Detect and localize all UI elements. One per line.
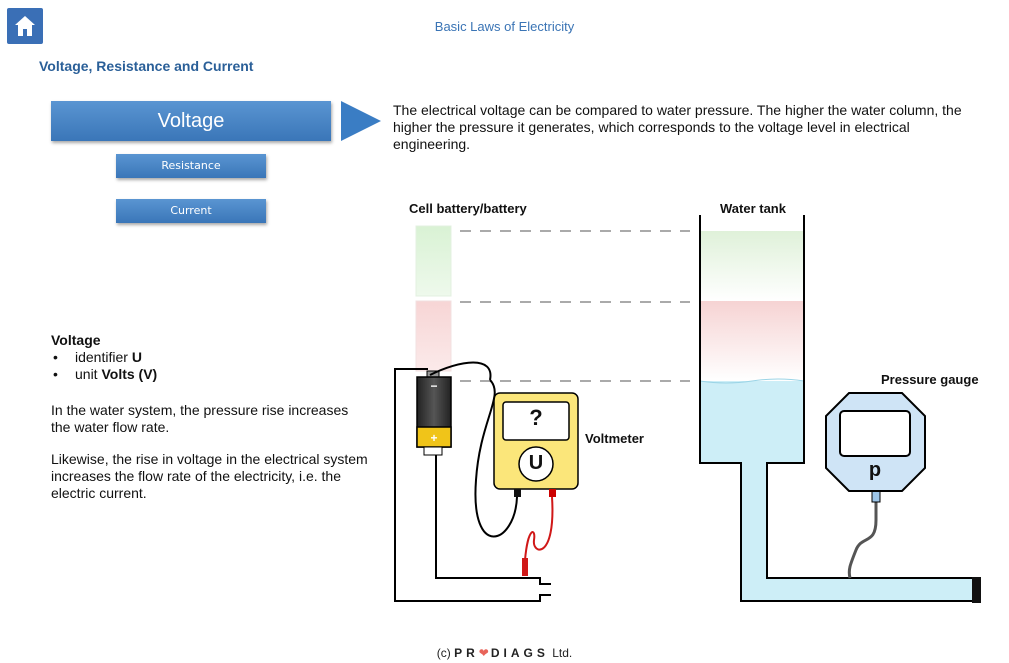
tank-water-top	[700, 231, 804, 301]
unit-value: Volts (V)	[101, 366, 158, 382]
app-title: Basic Laws of Electricity	[434, 19, 575, 34]
definition-title: Voltage	[51, 332, 101, 348]
pipe-water	[742, 463, 766, 600]
voltmeter-dial	[518, 446, 554, 482]
voltage-button[interactable]: Voltage	[51, 101, 331, 141]
arrow-right-icon	[341, 101, 381, 141]
battery-minus: −	[430, 379, 438, 393]
resistance-button[interactable]: Resistance	[116, 154, 266, 178]
heart-icon: ❤	[478, 646, 491, 660]
electric-paragraph: Likewise, the rise in voltage in the ele…	[51, 451, 368, 501]
list-item: identifier U	[51, 349, 157, 366]
identifier-value: U	[131, 349, 142, 365]
intro-text: The electrical voltage can be compared t…	[393, 102, 962, 152]
gauge-symbol: p	[868, 459, 882, 481]
faded-cell-green	[415, 225, 452, 297]
current-button[interactable]: Current	[116, 199, 266, 223]
footer: (c) PR❤DIAGS Ltd.	[436, 646, 573, 660]
pressure-gauge-display	[839, 410, 911, 457]
home-button[interactable]	[7, 8, 43, 44]
brand-logo: PR❤DIAGS	[454, 646, 549, 660]
water-tank-label: Water tank	[720, 201, 786, 216]
tank-water-mid	[700, 301, 804, 381]
meter-display-value: ?	[529, 405, 543, 430]
battery-plus: +	[430, 431, 438, 445]
home-icon	[15, 16, 35, 36]
water-paragraph: In the water system, the pressure rise i…	[51, 402, 349, 435]
section-title: Voltage, Resistance and Current	[39, 58, 254, 74]
pressure-gauge-label: Pressure gauge	[881, 372, 979, 387]
definition-list: identifier U unit Volts (V)	[51, 349, 157, 383]
faded-cell-red	[415, 300, 452, 372]
list-item: unit Volts (V)	[51, 366, 157, 383]
voltmeter-label: Voltmeter	[585, 431, 644, 446]
tank-water	[700, 381, 804, 463]
voltmeter-display	[502, 401, 570, 441]
battery-label: Cell battery/battery	[409, 201, 527, 216]
meter-symbol: U	[528, 452, 544, 474]
pipe-cap	[972, 577, 981, 603]
